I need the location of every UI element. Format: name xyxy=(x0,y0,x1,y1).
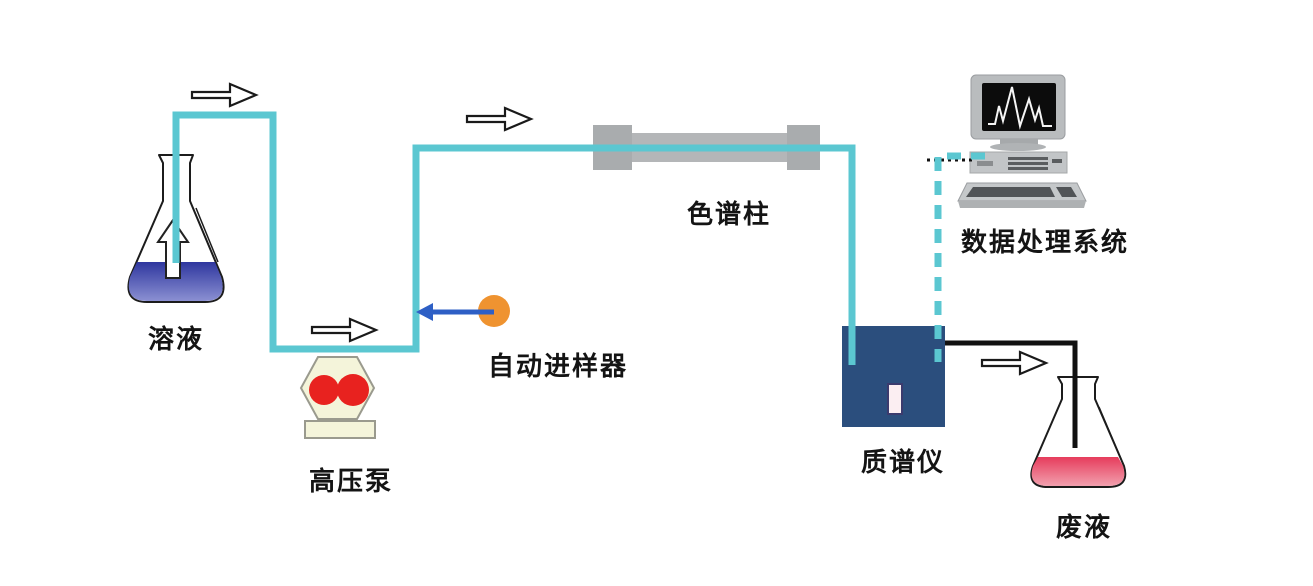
computer-icon xyxy=(957,74,1087,208)
flow-arrow-icon xyxy=(980,350,1048,376)
solution-flask-highlight xyxy=(195,207,219,263)
waste-flask-highlight xyxy=(1098,406,1122,460)
label-autosampler: 自动进样器 xyxy=(488,352,629,382)
label-column: 色谱柱 xyxy=(687,200,772,230)
pump-roller-right xyxy=(337,374,369,406)
monitor-screen xyxy=(982,83,1056,131)
cpu-button xyxy=(1052,159,1062,163)
flow-arrow-icon xyxy=(190,82,258,108)
mass-spec-slot xyxy=(887,383,903,415)
mass-spec-icon xyxy=(842,326,945,427)
flow-arrow-icon xyxy=(310,317,378,343)
cpu-stripe xyxy=(1008,162,1048,165)
label-mass-spec: 质谱仪 xyxy=(861,448,946,478)
keyboard-keys xyxy=(966,187,1055,197)
solution-liquid xyxy=(128,262,223,301)
cpu-vent xyxy=(977,161,993,166)
keyboard-front xyxy=(958,201,1086,208)
waste-flask-icon xyxy=(1030,376,1127,488)
label-solution: 溶液 xyxy=(148,325,205,355)
chromatogram-trace-icon xyxy=(988,86,1052,130)
keyboard-numpad xyxy=(1056,187,1077,197)
cpu-stripe xyxy=(1008,167,1048,170)
autosampler-icon xyxy=(416,295,510,327)
label-pump: 高压泵 xyxy=(309,467,394,497)
pump-base xyxy=(304,420,376,439)
pump-roller-left xyxy=(309,375,339,405)
flow-arrow-icon xyxy=(465,106,533,132)
pump-icon xyxy=(299,356,376,439)
label-data-system: 数据处理系统 xyxy=(961,228,1130,258)
injection-arrow-head xyxy=(416,303,433,321)
monitor-stand xyxy=(1000,139,1038,145)
cpu-stripe xyxy=(1008,157,1048,160)
label-waste: 废液 xyxy=(1056,513,1113,543)
waste-line xyxy=(945,340,1078,448)
monitor-base xyxy=(990,143,1046,151)
waste-liquid xyxy=(1031,457,1125,486)
tube-line xyxy=(172,111,856,365)
